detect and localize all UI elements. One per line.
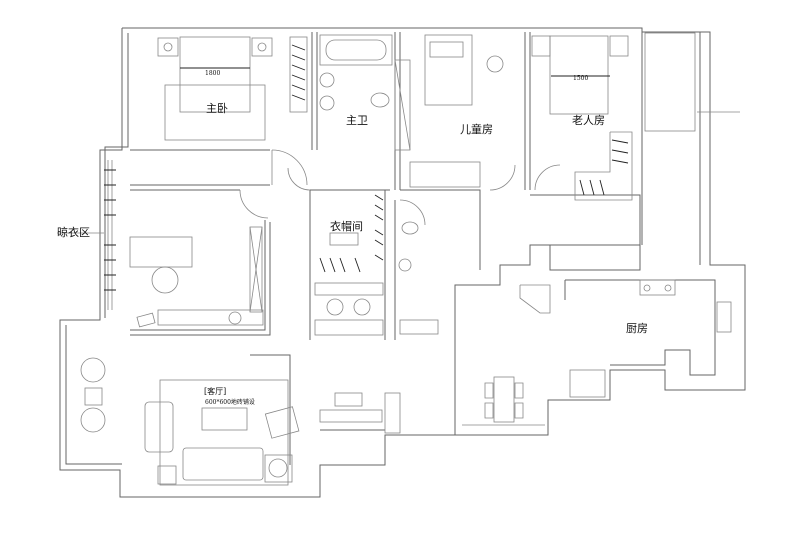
master-bed (157, 36, 273, 141)
kids-bed (409, 34, 504, 188)
room-label-kids-room: 儿童房 (460, 123, 493, 136)
outer-walls (59, 27, 746, 498)
elder-bed (531, 35, 633, 201)
room-label-living-room: [客厅] (204, 387, 227, 396)
room-label-master-bath: 主卫 (346, 114, 368, 127)
living-room-floor-note: 600*600地砖铺设 (205, 399, 255, 406)
laundry-rack (57, 160, 116, 310)
study-furniture (129, 226, 264, 328)
area-label-laundry: 晾衣区 (57, 226, 90, 239)
room-label-closet: 衣帽间 (330, 220, 363, 233)
dimension-master-bed: 1800 (205, 70, 221, 77)
master-bath-fixtures (319, 34, 411, 151)
dimension-elder-bed: 1500 (573, 75, 589, 82)
living-furniture (80, 357, 401, 486)
room-label-kitchen: 厨房 (626, 322, 648, 335)
room-label-master-bedroom: 主卧 (206, 102, 228, 115)
closet-fixtures (314, 194, 439, 336)
room-label-elder-room: 老人房 (572, 114, 605, 127)
interior-walls (130, 32, 716, 465)
kitchen-fixtures (462, 279, 732, 426)
doors (239, 149, 561, 226)
balcony-planter (644, 32, 740, 132)
master-wardrobe (289, 36, 308, 113)
